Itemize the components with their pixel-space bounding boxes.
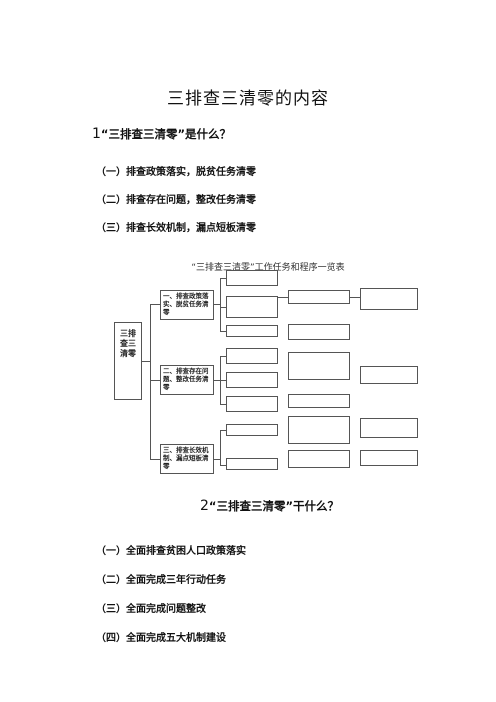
flowchart-node xyxy=(288,352,350,380)
flowchart-node xyxy=(288,324,350,340)
section1-item-2: （二）排查存在问题，整改任务清零 xyxy=(96,195,256,206)
section1-question: “三排查三清零”是什么？ xyxy=(100,127,232,141)
flowchart-node xyxy=(360,288,418,310)
section2-number: 2 xyxy=(200,498,209,514)
section1-number: 1 xyxy=(92,126,101,142)
section2-item-4: （四）全面完成五大机制建设 xyxy=(96,633,226,644)
page-title: 三排查三清零的内容 xyxy=(167,89,329,109)
flowchart-node xyxy=(226,458,278,470)
flowchart-branch-3: 三、排查长效机制、漏点短板清零 xyxy=(160,444,214,474)
flowchart-node xyxy=(226,296,278,318)
flowchart-node xyxy=(360,418,418,438)
flowchart-node xyxy=(226,372,278,388)
section2-item-3: （三）全面完成问题整改 xyxy=(96,604,206,615)
section2-question: “三排查三清零”干什么？ xyxy=(208,499,340,513)
flowchart-node xyxy=(226,424,278,436)
flowchart-node xyxy=(288,394,350,408)
section2-item-1: （一）全面排查贫困人口政策落实 xyxy=(96,546,246,557)
flowchart-branch-2: 二、排查存在问题、整改任务清零 xyxy=(160,365,214,395)
section2-heading: 2“三排查三清零”干什么？ xyxy=(200,498,339,514)
flowchart-branch-1: 一、排查政策落实、脱贫任务清零 xyxy=(160,290,214,320)
section2-item-2: （二）全面完成三年行动任务 xyxy=(96,575,226,586)
task-flowchart: “三排查三清零”工作任务和程序一览表 三排查三清零 一、排查政策落实、脱贫任务清… xyxy=(108,252,428,474)
flowchart-node xyxy=(288,416,350,444)
flowchart-node xyxy=(288,290,350,304)
section1-item-1: （一）排查政策落实，脱贫任务清零 xyxy=(96,167,256,178)
flowchart-node xyxy=(360,450,418,466)
flowchart-root: 三排查三清零 xyxy=(114,322,142,400)
flowchart-node xyxy=(226,396,278,412)
section1-heading: 1“三排查三清零”是什么？ xyxy=(92,126,231,142)
section1-item-3: （三）排查长效机制，漏点短板清零 xyxy=(96,223,256,234)
flowchart-node xyxy=(360,366,418,384)
flowchart-node xyxy=(288,450,350,468)
flowchart-node xyxy=(226,270,278,286)
flowchart-node xyxy=(226,348,278,364)
flowchart-title: “三排查三清零”工作任务和程序一览表 xyxy=(191,263,345,273)
flowchart-node xyxy=(226,325,278,337)
